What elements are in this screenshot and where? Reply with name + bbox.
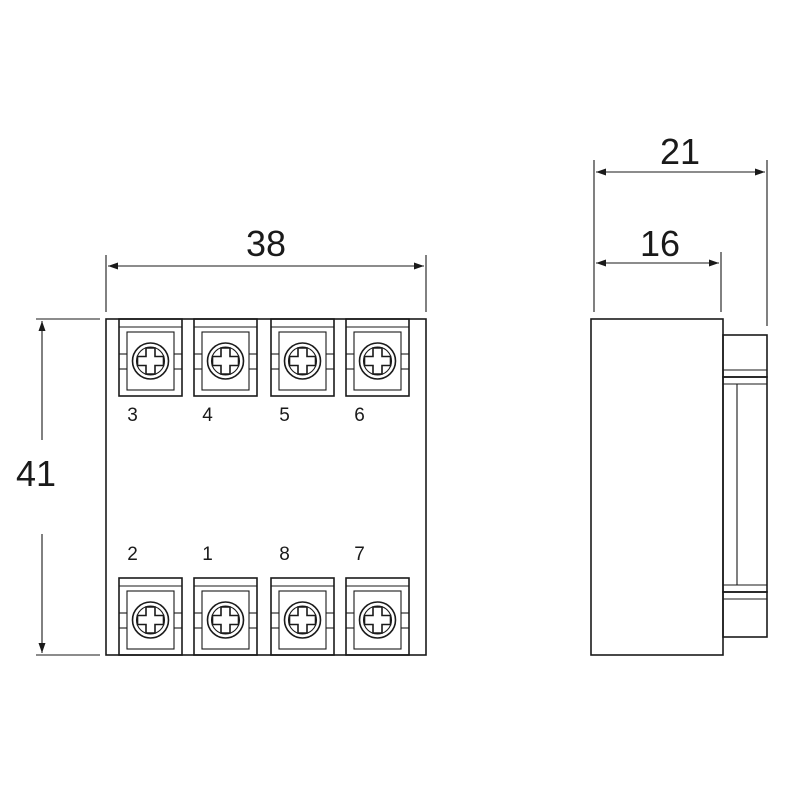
- terminal-number-label: 2: [127, 544, 138, 565]
- screw-icon: [206, 342, 245, 380]
- terminal-number-label: 7: [354, 544, 365, 565]
- front-view: 3 4 5 6 2 1 8 7 38 41: [16, 223, 427, 656]
- terminal-top-1: [118, 318, 183, 397]
- terminal-bottom-4: [345, 577, 410, 656]
- height-dimension-label: 41: [16, 453, 56, 494]
- side-bottom-terminal: [722, 591, 768, 638]
- height-dimension: 41: [16, 318, 100, 656]
- width-dimension-label: 38: [246, 223, 286, 264]
- screw-icon: [283, 601, 322, 639]
- terminal-bottom-2: [193, 577, 258, 656]
- width-dimension: 38: [105, 223, 427, 312]
- terminal-number-label: 3: [127, 405, 138, 426]
- body-depth-label: 16: [640, 223, 680, 264]
- screw-icon: [358, 601, 397, 639]
- terminal-number-label: 4: [202, 405, 213, 426]
- terminal-group: 3 4 5 6 2 1 8 7: [118, 318, 410, 656]
- side-view: 21 16: [590, 131, 768, 656]
- side-base-section: [722, 376, 768, 593]
- terminal-number-label: 6: [354, 405, 365, 426]
- total-depth-dimension: 21: [593, 131, 768, 326]
- terminal-number-label: 5: [279, 405, 290, 426]
- body-depth-dimension: 16: [596, 223, 722, 312]
- screw-icon: [131, 342, 170, 380]
- terminal-top-4: [345, 318, 410, 397]
- side-body-outline: [590, 318, 724, 656]
- screw-icon: [283, 342, 322, 380]
- terminal-number-label: 1: [202, 544, 213, 565]
- front-body-outline: [105, 318, 427, 656]
- terminal-top-3: [270, 318, 335, 397]
- terminal-top-2: [193, 318, 258, 397]
- terminal-bottom-3: [270, 577, 335, 656]
- total-depth-label: 21: [660, 131, 700, 172]
- screw-icon: [358, 342, 397, 380]
- terminal-bottom-1: [118, 577, 183, 656]
- screw-icon: [131, 601, 170, 639]
- terminal-number-label: 8: [279, 544, 290, 565]
- side-top-terminal: [722, 334, 768, 378]
- screw-icon: [206, 601, 245, 639]
